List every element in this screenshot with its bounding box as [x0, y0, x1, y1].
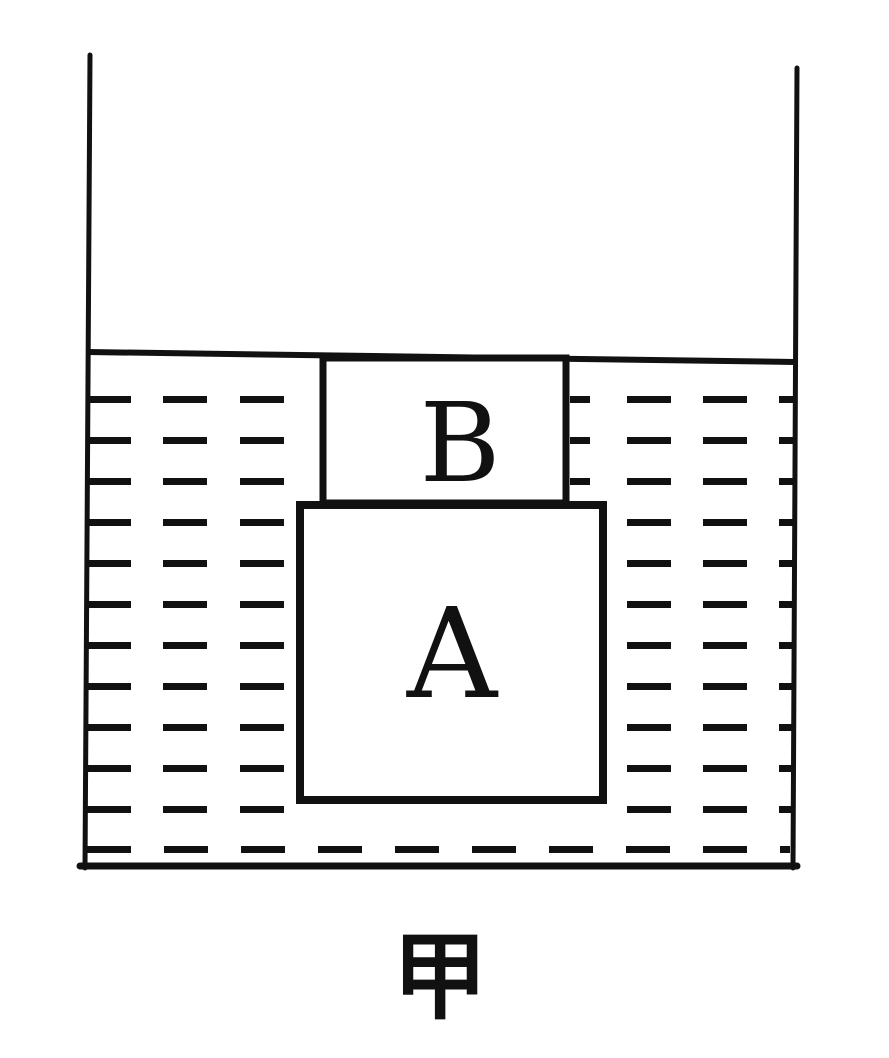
container-left-wall: [82, 52, 93, 871]
water-dash: [570, 437, 590, 444]
water-dash: [241, 846, 285, 853]
water-dash: [703, 765, 747, 772]
water-dash: [570, 396, 590, 403]
water-dash: [163, 724, 207, 731]
water-dash: [163, 396, 207, 403]
water-dash: [87, 765, 131, 772]
water-dash: [703, 396, 747, 403]
water-dash: [703, 724, 747, 731]
water-dash: [703, 683, 747, 690]
water-dash: [240, 765, 284, 772]
water-dash: [703, 560, 747, 567]
water-dash: [627, 806, 671, 813]
water-dash: [87, 724, 131, 731]
water-dash: [240, 601, 284, 608]
water-dash: [627, 724, 671, 731]
water-dash: [395, 846, 439, 853]
water-dash: [163, 601, 207, 608]
water-dash: [472, 846, 516, 853]
water-dash: [627, 601, 671, 608]
water-dash: [779, 437, 793, 444]
water-dash: [703, 642, 747, 649]
water-dash: [703, 846, 747, 853]
container-right-wall: [790, 65, 800, 871]
water-dash: [240, 478, 284, 485]
block-b-label: B: [420, 379, 501, 507]
water-dash: [626, 846, 670, 853]
water-dash: [240, 806, 284, 813]
water-dash: [163, 806, 207, 813]
water-dash: [627, 437, 671, 444]
water-dash: [703, 519, 747, 526]
block-a: [296, 501, 607, 804]
water-dash: [87, 642, 131, 649]
water-dash: [627, 519, 671, 526]
water-dash: [163, 478, 207, 485]
water-dash: [240, 396, 284, 403]
water-dash: [779, 601, 793, 608]
block-a-label: A: [406, 582, 499, 727]
water-dash: [240, 519, 284, 526]
water-dash: [163, 560, 207, 567]
water-dash: [240, 642, 284, 649]
water-dash: [780, 846, 790, 853]
water-dash: [87, 560, 131, 567]
water-dash: [703, 806, 747, 813]
block-b: [319, 354, 570, 507]
water-dash: [779, 724, 793, 731]
water-hatching: [87, 396, 793, 853]
water-dash: [240, 683, 284, 690]
water-dash: [779, 519, 793, 526]
water-dash: [87, 478, 131, 485]
water-dash: [627, 560, 671, 567]
water-dash: [570, 478, 590, 485]
water-dash: [318, 846, 362, 853]
water-dash: [779, 642, 793, 649]
water-dash: [87, 396, 131, 403]
water-dash: [164, 846, 208, 853]
water-dash: [87, 806, 131, 813]
water-dash: [163, 437, 207, 444]
water-dash: [779, 396, 793, 403]
water-dash: [87, 437, 131, 444]
water-dash: [779, 478, 793, 485]
water-dash: [240, 724, 284, 731]
water-dash: [779, 765, 793, 772]
water-dash: [779, 806, 793, 813]
water-dash: [779, 560, 793, 567]
water-dash: [240, 437, 284, 444]
water-dash: [627, 396, 671, 403]
water-dash: [163, 642, 207, 649]
water-dash: [779, 683, 793, 690]
water-dash: [549, 846, 593, 853]
water-dash: [703, 478, 747, 485]
figure-caption: 甲: [392, 922, 487, 1033]
water-dash: [627, 478, 671, 485]
water-dash: [163, 519, 207, 526]
water-dash: [627, 642, 671, 649]
water-dash: [163, 765, 207, 772]
container: [76, 52, 801, 871]
water-dash: [627, 765, 671, 772]
water-dash: [87, 683, 131, 690]
water-dash: [627, 683, 671, 690]
water-dash: [240, 560, 284, 567]
water-dash: [163, 683, 207, 690]
water-dash: [703, 437, 747, 444]
water-dash: [703, 601, 747, 608]
water-dash: [87, 519, 131, 526]
water-dash: [87, 846, 131, 853]
water-dash: [87, 601, 131, 608]
